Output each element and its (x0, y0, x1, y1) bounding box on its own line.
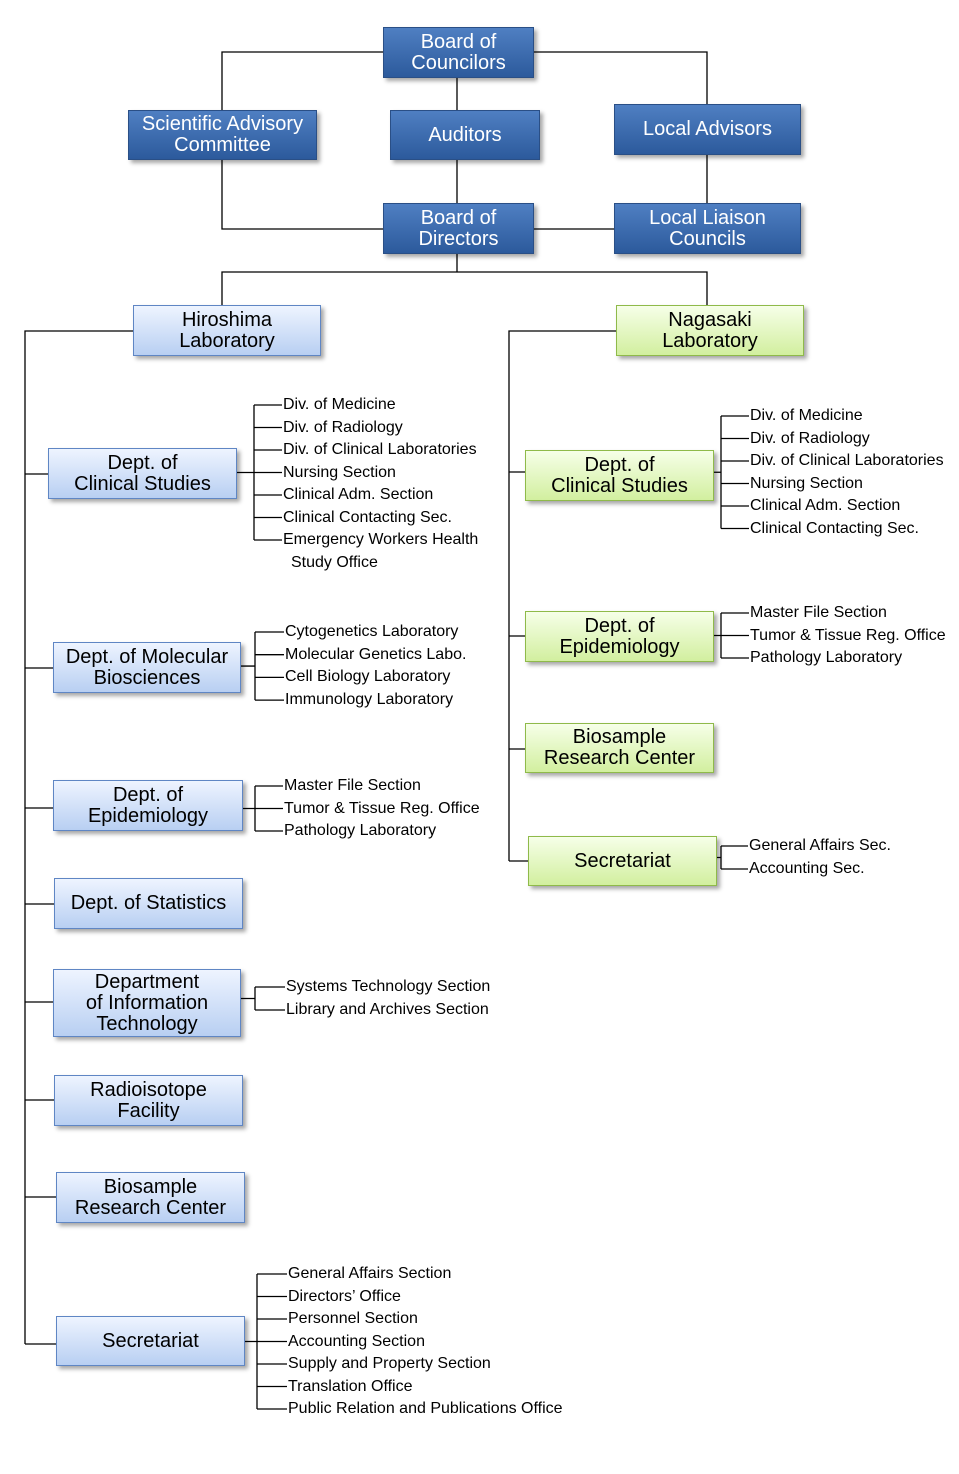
nagasaki-clinical-item: Div. of Medicine (750, 407, 863, 424)
box-label-line: Dept. of (107, 451, 178, 474)
box-label-line: Research Center (74, 1196, 227, 1219)
nagasaki-clinical-item: Nursing Section (750, 474, 863, 492)
hiroshima-clinical-item: Div. of Radiology (283, 418, 403, 436)
box-label-line: Board of (420, 206, 497, 229)
hiroshima-info-tech-item: Library and Archives Section (286, 1001, 489, 1018)
hiroshima-secretariat-item: General Affairs Section (288, 1265, 452, 1282)
hiroshima-clinical-item: Emergency Workers Health (283, 531, 479, 548)
box-label-line: Biosciences (93, 666, 201, 689)
hiroshima-secretariat-item: Supply and Property Section (288, 1355, 491, 1372)
box-label-line: Local Advisors (643, 118, 772, 140)
hiroshima-molecular-item: Molecular Genetics Labo. (285, 645, 467, 663)
hiroshima-epidemiology-item: Tumor & Tissue Reg. Office (284, 799, 480, 817)
box-label-line: Scientific Advisory (141, 113, 304, 135)
hiroshima-secretariat-box: Secretariat (56, 1316, 245, 1366)
hiroshima-epidemiology-item: Pathology Laboratory (284, 822, 437, 839)
hiroshima-secretariat-item: Public Relation and Publications Office (288, 1400, 563, 1417)
box-label-line: Dept. of Statistics (70, 892, 227, 914)
hiroshima-epidemiology-item: Master File Section (284, 777, 421, 794)
box-label-line: Directors (418, 227, 499, 250)
box-label-line: Laboratory (179, 329, 275, 352)
box-label-line: Clinical Studies (74, 472, 211, 495)
local-advisors-box: Local Advisors (614, 104, 801, 155)
box-label-line: Epidemiology (559, 635, 680, 658)
hiroshima-secretariat-item: Personnel Section (288, 1310, 418, 1327)
hiroshima-clinical-item: Div. of Medicine (283, 396, 396, 413)
box-label-line: Epidemiology (87, 804, 209, 827)
hiroshima-info-tech-item: Systems Technology Section (286, 978, 491, 995)
box-label-line: Dept. of Molecular (65, 645, 229, 668)
nagasaki-secretariat-item: Accounting Sec. (749, 860, 865, 877)
box-label-line: Biosample (572, 726, 667, 748)
nagasaki-epidemiology-item: Pathology Laboratory (750, 649, 903, 666)
hiroshima-secretariat-item: Translation Office (288, 1377, 413, 1395)
box-label-line: Committee (174, 134, 271, 156)
hiroshima-clinical-item: Study Office (291, 553, 378, 571)
nagasaki-clinical-item: Clinical Contacting Sec. (750, 519, 919, 537)
box-label-line: Secretariat (102, 1329, 199, 1352)
box-label-line: Board of (420, 30, 497, 53)
auditors-box: Auditors (390, 110, 540, 160)
box-label-line: Research Center (543, 747, 696, 769)
nagasaki-secretariat-box: Secretariat (528, 836, 717, 886)
box-label-line: Hiroshima (181, 308, 273, 331)
hiroshima-molecular-item: Cell Biology Laboratory (285, 668, 451, 686)
hiroshima-clinical-item: Clinical Adm. Section (283, 486, 434, 503)
nagasaki-epidemiology-item: Master File Section (750, 604, 887, 621)
box-label-line: Local Liaison (649, 206, 766, 229)
box-label-line: Secretariat (574, 849, 671, 872)
box-label-line: Dept. of (584, 614, 655, 637)
box-label-line: of Information (85, 991, 209, 1014)
hiroshima-clinical-item: Clinical Contacting Sec. (283, 508, 452, 526)
hiroshima-clinical-item: Div. of Clinical Laboratories (283, 441, 477, 458)
box-label-line: Facility (117, 1099, 180, 1122)
box-label-line: Laboratory (662, 329, 758, 352)
box-label-line: Radioisotope (90, 1078, 207, 1101)
box-label-line: Clinical Studies (551, 474, 688, 497)
hiroshima-molecular-item: Immunology Laboratory (285, 691, 454, 709)
box-label-line: Biosample (103, 1175, 198, 1198)
box-label-line: Dept. of (112, 783, 184, 806)
box-label-line: Dept. of (584, 453, 655, 476)
box-label-line: Technology (96, 1012, 198, 1035)
box-label-line: Councilors (411, 51, 506, 74)
box-label-line: Department (94, 970, 200, 993)
hiroshima-clinical-item: Nursing Section (283, 463, 396, 481)
nagasaki-secretariat-item: General Affairs Sec. (749, 837, 891, 854)
hiroshima-molecular-item: Cytogenetics Laboratory (285, 623, 459, 640)
hiroshima-secretariat-item: Directors’ Office (288, 1287, 401, 1305)
hiroshima-secretariat-item: Accounting Section (288, 1332, 425, 1350)
box-label-line: Councils (669, 227, 746, 250)
nagasaki-clinical-item: Div. of Clinical Laboratories (750, 452, 944, 469)
box-label-line: Nagasaki (668, 308, 752, 331)
box-label-line: Auditors (428, 123, 502, 146)
nagasaki-clinical-item: Clinical Adm. Section (750, 497, 901, 514)
hiroshima-statistics-box: Dept. of Statistics (54, 878, 243, 929)
nagasaki-epidemiology-item: Tumor & Tissue Reg. Office (750, 626, 946, 644)
nagasaki-clinical-item: Div. of Radiology (750, 429, 870, 447)
